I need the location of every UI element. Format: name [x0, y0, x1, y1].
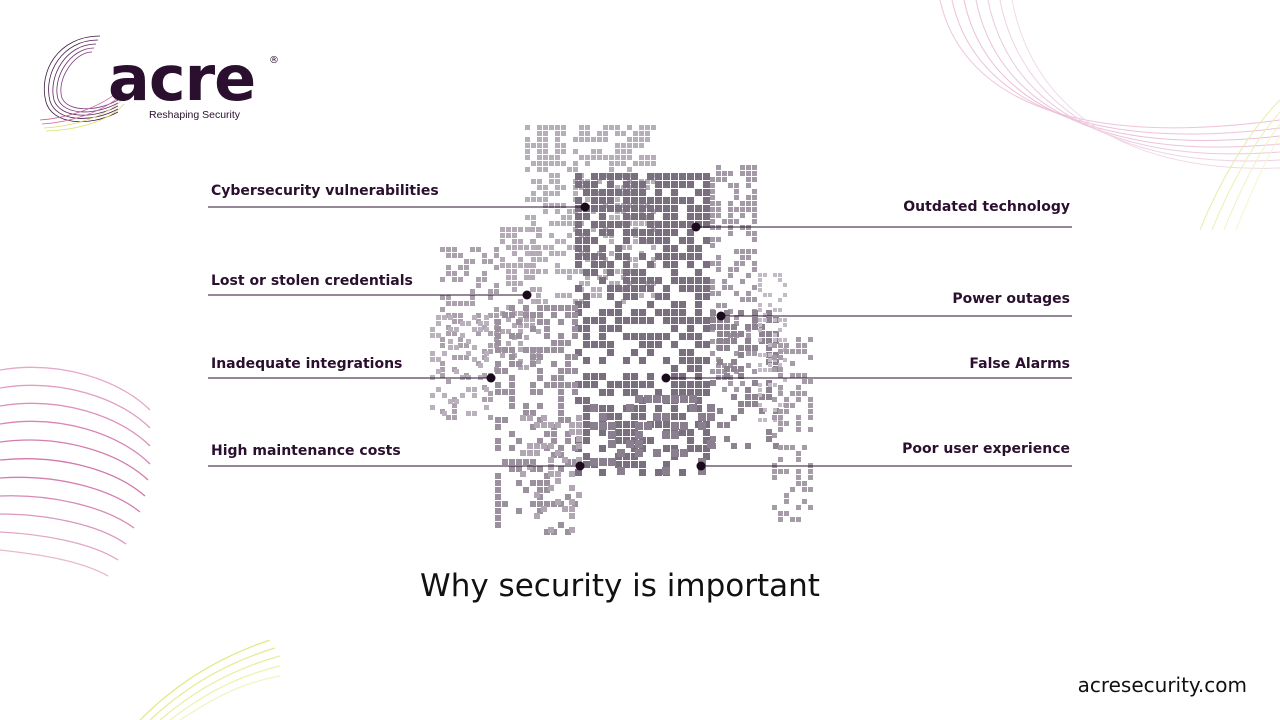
risk-label-maintenance: High maintenance costs	[211, 443, 401, 459]
connector-dot-false-alarms	[661, 373, 671, 383]
website-url: acresecurity.com	[1077, 673, 1247, 697]
logo-wordmark: acre	[108, 42, 256, 115]
pixel-tower	[758, 273, 787, 422]
risk-label-user-experience: Poor user experience	[902, 441, 1070, 457]
connector-dot-power	[716, 311, 726, 321]
pixel-city-illustration	[430, 125, 813, 535]
pixel-tower	[495, 305, 578, 535]
registered-mark: ®	[269, 55, 279, 66]
page-headline: Why security is important	[420, 568, 820, 604]
connector-dot-integrations	[486, 373, 496, 383]
connector-dot-cybersecurity	[580, 202, 590, 212]
risk-label-power: Power outages	[952, 291, 1070, 307]
logo-swirl-icon	[39, 35, 125, 132]
connector-dot-credentials	[522, 290, 532, 300]
risk-label-false-alarms: False Alarms	[969, 356, 1070, 372]
risk-label-integrations: Inadequate integrations	[211, 356, 403, 372]
connector-dot-user-experience	[696, 461, 706, 471]
logo-tagline: Reshaping Security	[149, 109, 241, 121]
connector-dot-outdated	[691, 222, 701, 232]
pixel-tower	[520, 415, 582, 533]
risk-label-outdated: Outdated technology	[903, 199, 1070, 215]
acre-logo: acre ® Reshaping Security	[38, 32, 298, 132]
risk-label-cybersecurity: Cybersecurity vulnerabilities	[211, 183, 439, 199]
risk-label-credentials: Lost or stolen credentials	[211, 273, 413, 289]
connector-dot-maintenance	[575, 461, 585, 471]
